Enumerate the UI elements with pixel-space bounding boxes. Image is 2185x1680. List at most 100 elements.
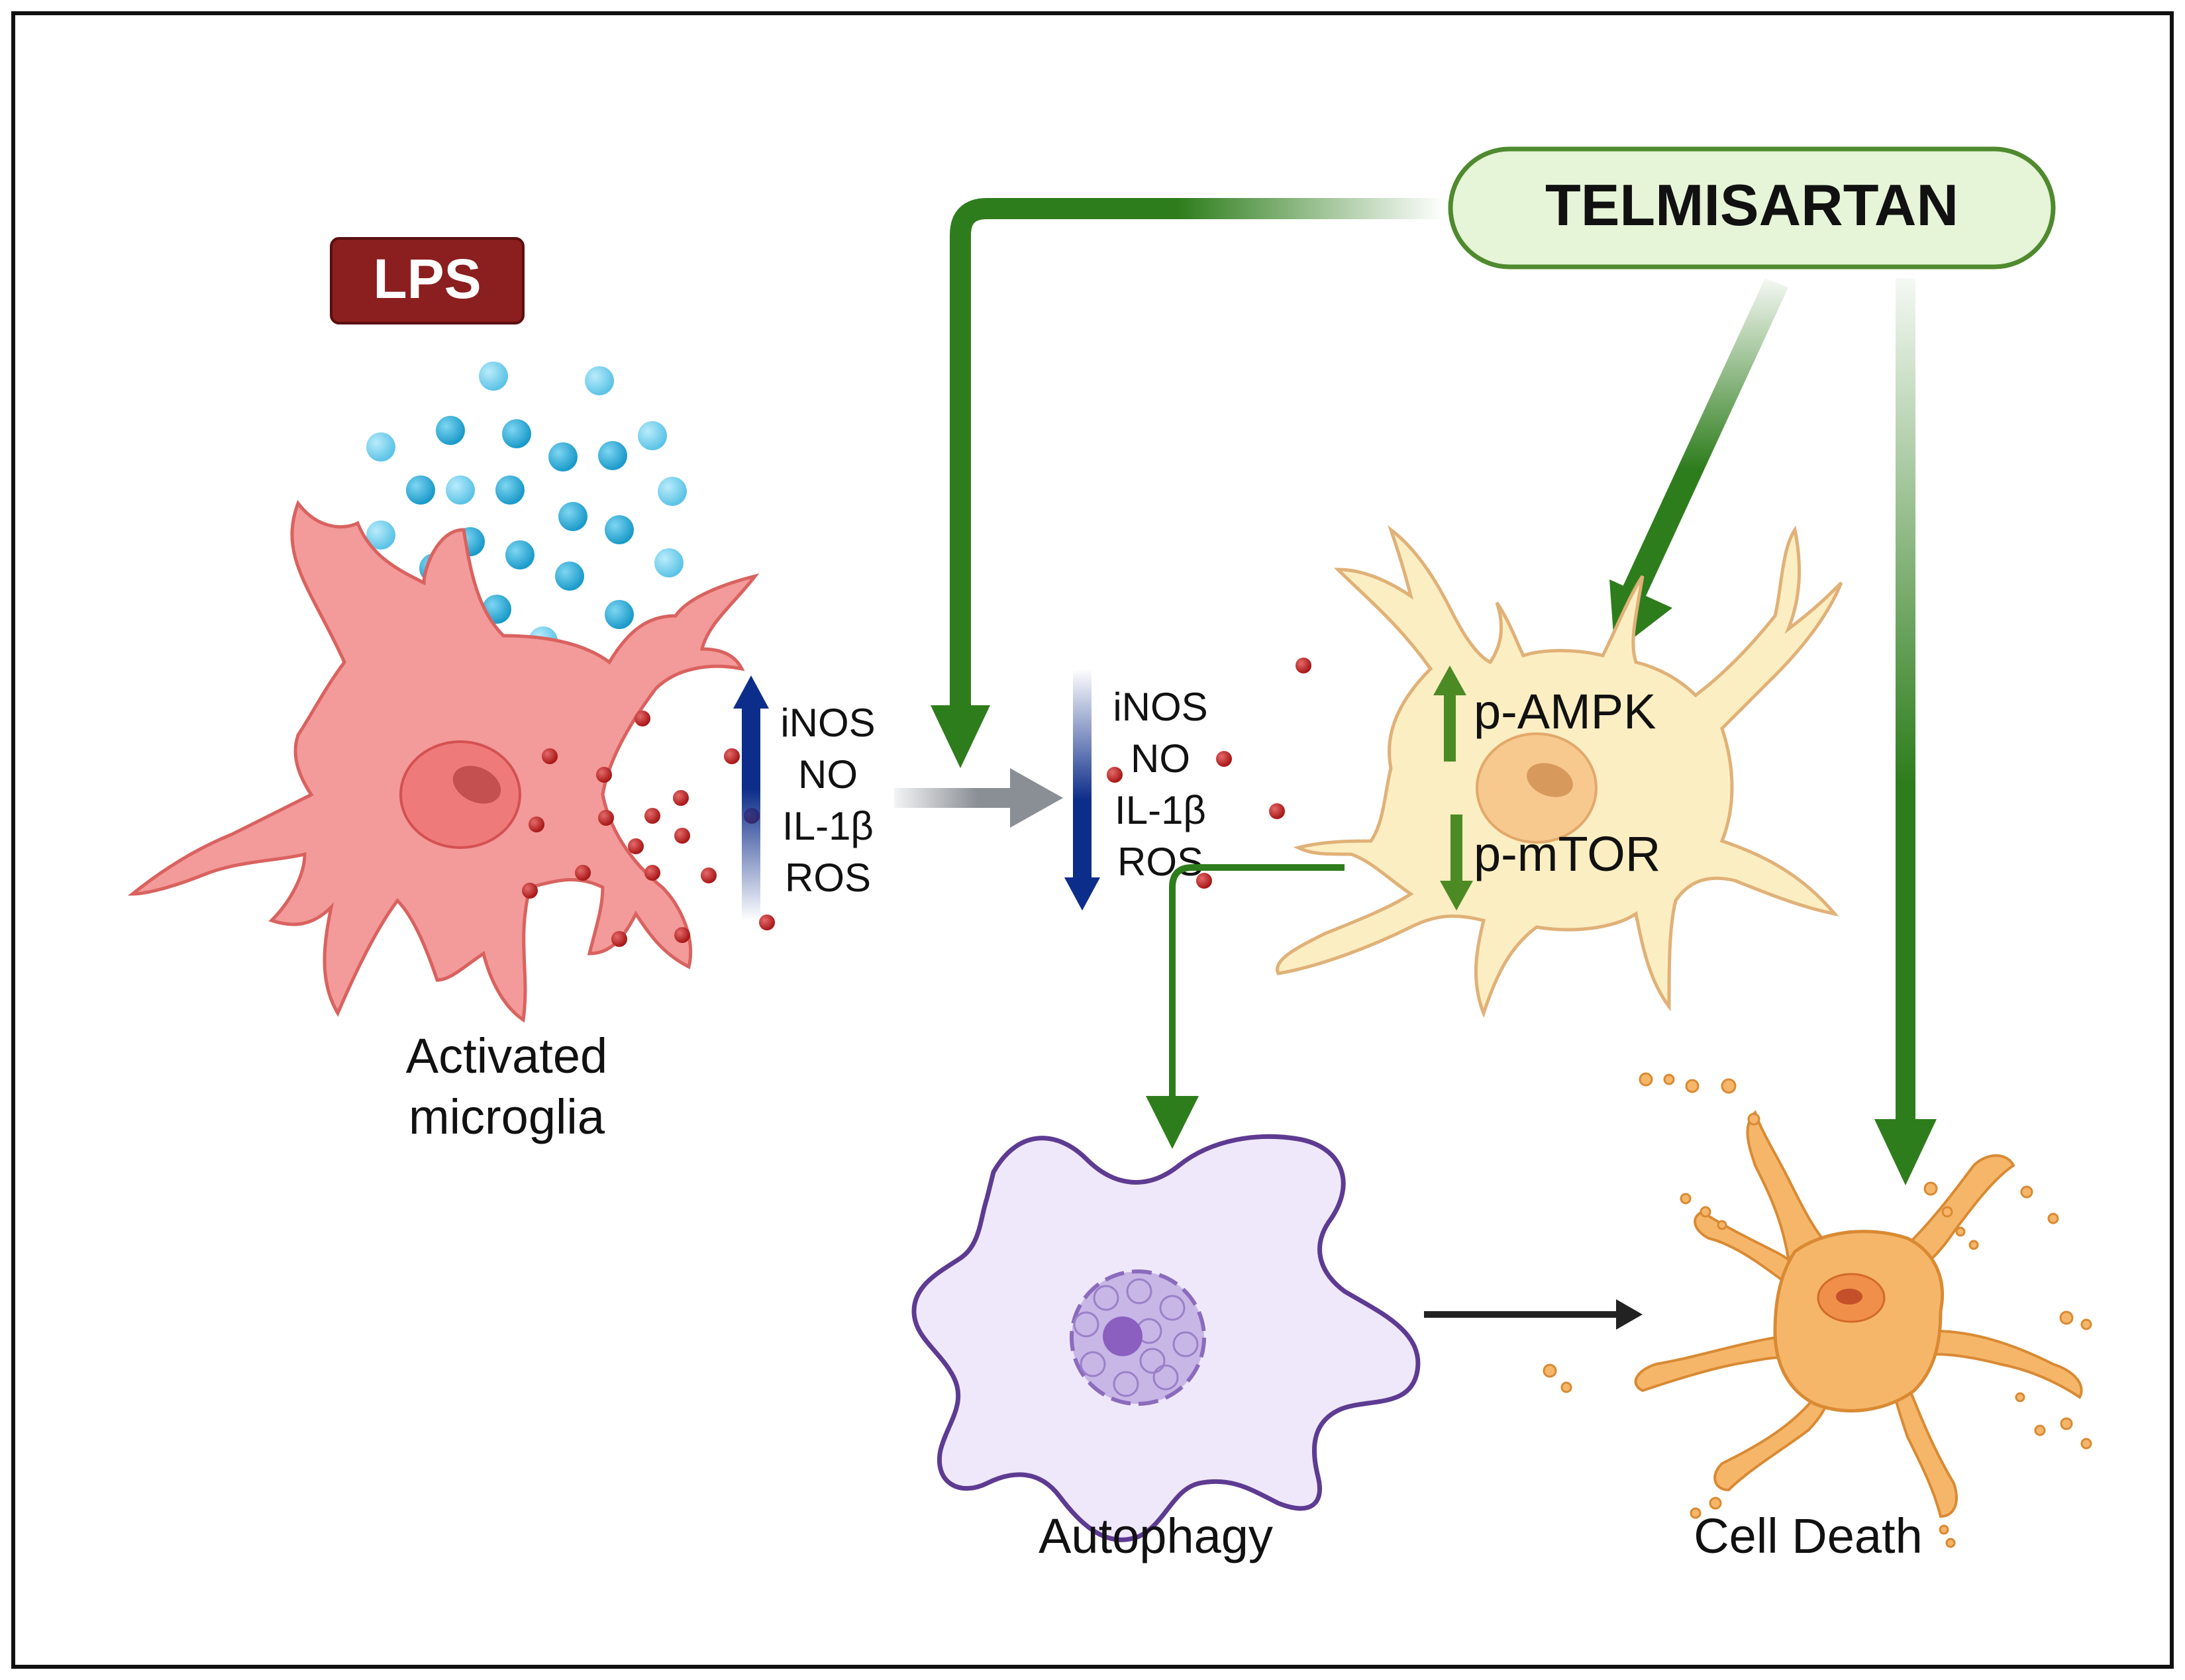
vesicle [1113, 1371, 1139, 1397]
lps-particle [638, 421, 667, 450]
telmisartan-box [1448, 146, 2056, 270]
microglia-cell [127, 499, 760, 1023]
lps-particle [654, 548, 684, 577]
lps-label: LPS [373, 248, 481, 310]
dying-cell-nucleolus [1836, 1289, 1862, 1305]
lps-particle [436, 416, 465, 445]
fragment [1663, 1073, 1675, 1085]
fragment [1639, 1072, 1653, 1087]
secreted-mediators [522, 711, 775, 947]
lps-particle [598, 441, 627, 470]
fragment [1717, 1220, 1727, 1230]
mediator-down-il1b: IL-1β [1115, 788, 1206, 832]
mediator-dot [529, 816, 544, 832]
autophagy-label: Autophagy [1039, 1508, 1273, 1563]
drug-arrow-to-cell-death [1874, 278, 1937, 1185]
mediator-dot [635, 711, 650, 726]
telmisartan-label: TELMISARTAN [1545, 172, 1958, 238]
fragment [1955, 1226, 1966, 1237]
mediator-dot [1269, 803, 1285, 819]
mediator-dot [673, 790, 689, 806]
lps-particle [658, 477, 687, 506]
fragment [2034, 1424, 2046, 1436]
mediator-dot [628, 838, 644, 854]
mediator-dot [611, 931, 627, 947]
autophagy-vesicles [1073, 1278, 1199, 1397]
microglia-label-line2: microglia [409, 1089, 605, 1144]
mtor-down-arrow [1440, 815, 1473, 911]
vesicle [1172, 1331, 1199, 1358]
mediator-down-no: NO [1131, 736, 1190, 781]
mediator-dot [575, 865, 591, 881]
mediator-dot [759, 914, 775, 930]
lps-particle [406, 475, 435, 505]
vesicle [1126, 1278, 1152, 1305]
fragment [1721, 1078, 1737, 1094]
mediator-down-inos: iNOS [1113, 685, 1207, 729]
mediator-up-no: NO [798, 752, 858, 797]
vesicle [1093, 1285, 1119, 1311]
vesicle [1073, 1311, 1099, 1338]
mediator-dot [522, 883, 538, 899]
vesicle [1139, 1348, 1166, 1374]
fragment [2059, 1310, 2074, 1325]
lps-particle [605, 600, 634, 629]
mediator-dot [674, 828, 690, 844]
dying-cell-processes [1634, 1110, 2083, 1518]
fragment [1690, 1507, 1702, 1519]
ampk-label: p-AMPK [1474, 684, 1656, 739]
mediator-dot [644, 808, 660, 824]
mediator-dot [644, 865, 660, 881]
decrease-arrow [1064, 669, 1100, 911]
mediator-dot [1107, 767, 1123, 783]
fragment [1709, 1497, 1722, 1510]
autophagy-to-death-arrow [1424, 1299, 1643, 1330]
lps-particle [366, 432, 395, 462]
mediators-up-list: iNOS NO IL-1β ROS [780, 701, 875, 900]
lps-particle [446, 475, 475, 505]
mediator-dot [1196, 873, 1212, 889]
fragment [2080, 1318, 2092, 1330]
mediator-up-inos: iNOS [780, 701, 875, 745]
lps-particle [495, 475, 525, 505]
fragment [1941, 1206, 1953, 1218]
lps-particle [548, 442, 578, 471]
increase-arrow [733, 675, 769, 920]
fragment [1747, 1112, 1760, 1126]
lps-particle [555, 562, 584, 591]
neuron-side-mediators [1107, 658, 1311, 889]
mediators-down-list: iNOS NO IL-1β ROS [1113, 685, 1207, 884]
fragment [1700, 1206, 1711, 1218]
mtor-label: p-mTOR [1474, 826, 1660, 881]
mediator-dot [1216, 751, 1232, 767]
fragment [2020, 1185, 2033, 1199]
fragment [1968, 1240, 1979, 1250]
neuron-to-autophagy-arrow [1146, 864, 1345, 1149]
mediator-up-il1b: IL-1β [782, 804, 874, 848]
lps-particle [605, 515, 634, 544]
fragment [2080, 1438, 2092, 1450]
microglia-label-line1: Activated [406, 1028, 607, 1083]
lps-particle [585, 366, 614, 395]
mediator-dot [542, 748, 558, 764]
fragment [2060, 1417, 2073, 1430]
fragment [2047, 1212, 2059, 1224]
microglia-nucleus [399, 740, 521, 849]
mediator-down-ros: ROS [1117, 840, 1203, 884]
mediator-dot [598, 810, 614, 826]
fragment [1939, 1524, 1949, 1535]
neuron-nucleolus [1527, 763, 1573, 797]
lps-particle [479, 362, 508, 391]
lps-particle [505, 540, 534, 569]
lps-particle [558, 502, 587, 531]
autophagy-cell [911, 1134, 1421, 1542]
ampk-up-arrow [1433, 666, 1466, 762]
apoptotic-fragments [1543, 1072, 2092, 1548]
flow-arrow [894, 768, 1063, 828]
fragment [2015, 1392, 2025, 1403]
fragment [1680, 1193, 1692, 1205]
fragment [1945, 1538, 1956, 1548]
mediator-up-ros: ROS [785, 856, 871, 900]
drug-arrow-to-microglia-output [931, 198, 1444, 768]
